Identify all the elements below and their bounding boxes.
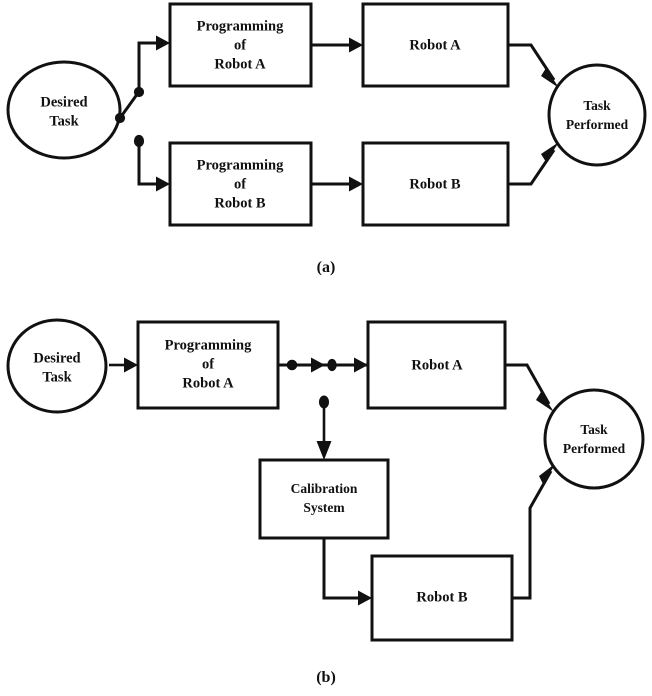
panel-b-arrow-into-task-performed-bottom <box>539 463 556 484</box>
panel-b-arrow-into-programming-a <box>124 357 138 373</box>
panel-a-wire-programming-b-to-robot-b <box>311 176 363 192</box>
panel-a-arrow-into-robot-b <box>349 176 363 192</box>
panel-a-robot-a-box[interactable] <box>361 2 510 88</box>
panel-b-caption: (b) <box>316 669 336 686</box>
panel-b-task-performed-ellipse[interactable] <box>543 388 645 490</box>
panel-a-programming-a-label-line1: Programming <box>197 18 284 34</box>
panel-b-wire-robot-b-to-task-path <box>512 470 553 600</box>
panel-b-robot-b-box[interactable] <box>370 554 514 642</box>
panel-b-arrow-into-robot-b <box>358 590 372 606</box>
panel-a-programming-a-label-line3: Robot A <box>214 56 266 72</box>
panel-b-programming-a-label-line3: Robot A <box>182 375 234 391</box>
panel-a-programming-b-box[interactable] <box>168 141 313 227</box>
panel-a-wire-robot-a-to-task-path <box>508 43 556 81</box>
panel-a-caption: (a) <box>317 259 336 276</box>
panel-b-desired-task-label-line1: Desired <box>33 350 80 366</box>
panel-b-calibration-system-label-line2: System <box>303 500 345 515</box>
panel-a-desired-task-node[interactable]: Desired Task <box>6 60 122 160</box>
panel-a-arrow-into-task-performed-bottom <box>541 142 559 162</box>
panel-b-wire-to-calibration-system <box>316 395 332 460</box>
panel-b-calibration-system-node[interactable]: Calibration System <box>258 458 390 540</box>
panel-a-programming-a-node[interactable]: Programming of Robot A <box>168 2 313 88</box>
panel-a-task-performed-node[interactable]: Task Performed <box>547 63 647 167</box>
panel-b-task-performed-node[interactable]: Task Performed <box>543 388 645 490</box>
panel-a-wire-to-programming-b-path <box>137 141 156 186</box>
panel-b-task-performed-label-line2: Performed <box>563 441 626 456</box>
panel-b-wire-task-to-programming-a <box>109 357 138 373</box>
panel-a-robot-b-node[interactable]: Robot B <box>361 141 510 227</box>
panel-b-robot-a-box[interactable] <box>366 320 507 410</box>
panel-a-task-performed-label-line1: Task <box>583 98 611 113</box>
panel-a-programming-b-label-line1: Programming <box>197 157 284 173</box>
panel-b-robot-b-node[interactable]: Robot B <box>370 554 514 642</box>
panel-b-wire-robot-a-to-task-path <box>505 363 551 405</box>
panel-a-programming-b-label-line2: of <box>234 176 246 192</box>
panel-b-wire-calibration-to-robot-b <box>322 538 372 606</box>
panel-b-task-performed-label-line1: Task <box>580 422 608 437</box>
panel-a-task-performed-label-line2: Performed <box>566 117 629 132</box>
panel-a-robot-b-label: Robot B <box>409 176 460 192</box>
panel-a: Desired Task <box>6 2 647 276</box>
panel-b: Desired Task Programming of Robot A <box>6 318 645 686</box>
panel-a-wire-to-programming-a-path <box>137 41 156 92</box>
panel-a-wire-robot-a-to-task <box>508 43 559 88</box>
panel-b-robot-a-node[interactable]: Robot A <box>366 320 507 410</box>
panel-b-wire-programming-a-to-robot-a <box>278 357 368 373</box>
panel-b-program-output-tap-dot[interactable] <box>286 359 298 371</box>
panel-b-desired-task-label-line2: Task <box>42 369 72 385</box>
panel-a-robot-b-box[interactable] <box>361 141 510 227</box>
panel-a-desired-task-label-line1: Desired <box>40 94 87 110</box>
panel-a-task-performed-ellipse[interactable] <box>547 63 647 167</box>
panel-b-programming-a-label-line2: of <box>202 356 214 372</box>
panel-a-wire-programming-a-to-robot-a <box>311 37 363 53</box>
panel-b-calibration-system-box[interactable] <box>258 458 390 540</box>
panel-a-robot-a-node[interactable]: Robot A <box>361 2 510 88</box>
panel-a-switch-blade[interactable] <box>118 92 140 119</box>
panel-a-wire-to-programming-b <box>137 141 170 192</box>
panel-b-arrow-midline-first <box>311 357 325 373</box>
panel-a-wire-robot-b-to-task <box>508 142 559 186</box>
panel-a-programming-a-label-line2: of <box>234 37 246 53</box>
panel-a-programming-b-label-line3: Robot B <box>214 195 265 211</box>
panel-a-selector-switch[interactable] <box>114 86 145 148</box>
panel-a-switch-pivot-dot[interactable] <box>114 112 126 124</box>
panel-a-robot-a-label: Robot A <box>409 37 461 53</box>
panel-b-programming-a-label-line1: Programming <box>165 337 252 353</box>
panel-b-programming-a-node[interactable]: Programming of Robot A <box>136 320 280 410</box>
panel-a-arrow-into-robot-a <box>349 37 363 53</box>
panel-b-desired-task-node[interactable]: Desired Task <box>6 318 108 414</box>
panel-b-desired-task-ellipse[interactable] <box>6 318 108 414</box>
panel-b-robot-b-label: Robot B <box>416 589 467 605</box>
panel-b-robot-a-label: Robot A <box>411 357 463 373</box>
panel-a-programming-b-node[interactable]: Programming of Robot B <box>168 141 313 227</box>
panel-b-wire-calibration-to-robot-b-path <box>322 538 358 600</box>
panel-b-calibration-branch-tap-dot[interactable] <box>327 358 337 372</box>
panel-b-arrow-into-calibration-system <box>316 441 332 460</box>
panel-b-calibration-system-label-line1: Calibration <box>291 481 358 496</box>
panel-a-arrow-into-task-performed-top <box>541 68 559 88</box>
panel-a-desired-task-label-line2: Task <box>49 113 79 129</box>
panel-b-wire-robot-a-to-task <box>505 363 554 412</box>
panel-b-arrow-into-task-performed-top <box>536 392 554 412</box>
panel-a-desired-task-ellipse[interactable] <box>6 60 122 160</box>
panel-a-arrow-into-programming-b <box>156 176 170 192</box>
panel-a-arrow-into-programming-a <box>156 35 170 51</box>
panel-b-arrow-into-robot-a <box>354 357 368 373</box>
panel-b-wire-robot-b-to-task <box>512 463 556 600</box>
panel-a-wire-to-programming-a <box>137 35 170 92</box>
